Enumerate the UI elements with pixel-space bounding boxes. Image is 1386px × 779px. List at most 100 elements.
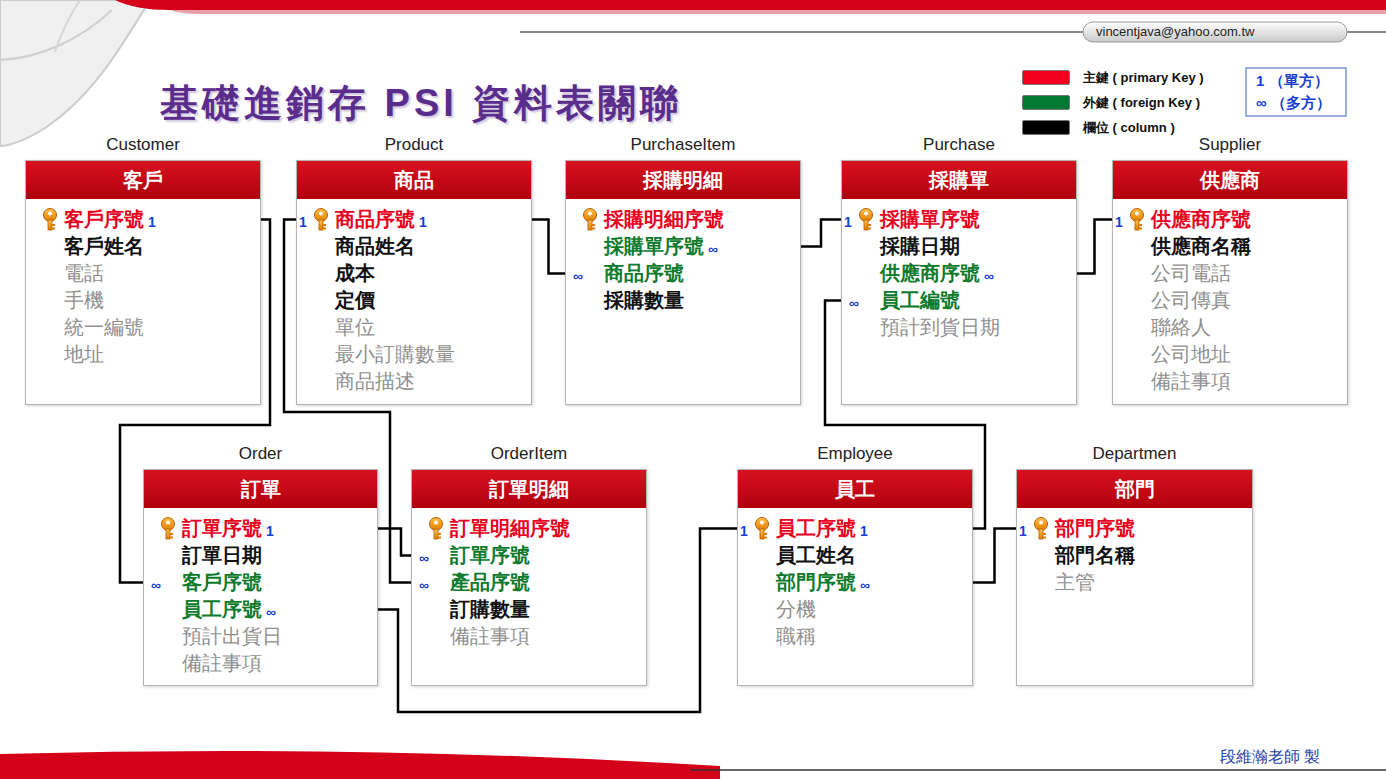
table-name: OrderItem [382,444,676,464]
cardinality-mark: ∞ [151,577,161,593]
column-field: 地址 [64,343,104,365]
field-row: 供應商序號 [1113,206,1347,233]
column-field: 最小訂購數量 [335,343,455,365]
key-icon [426,517,446,540]
column-field: 商品描述 [335,370,415,392]
field-row: 員工姓名 [738,542,972,569]
field-row: 統一編號 [26,314,260,341]
cardinality-mark: ∞ [984,268,994,284]
table-header: 採購明細 [566,161,800,199]
key-icon [1127,208,1147,231]
field-row: 客戶姓名 [26,233,260,260]
field-row: 採購明細序號 [566,206,800,233]
legend-text: 欄位 ( column ) [1083,120,1175,136]
foreign-key-field: 供應商序號 [880,262,980,284]
foreign-key-field: 員工序號 [182,598,262,620]
key-icon [430,518,443,540]
field-row: 供應商序號 [842,260,1076,287]
primary-key-field: 採購明細序號 [604,208,724,230]
bottom-band [0,751,720,779]
column-field: 訂單日期 [182,544,262,566]
cardinality-mark: 1 [266,523,274,539]
field-row: 採購數量 [566,287,800,314]
field-row: 最小訂購數量 [297,341,531,368]
column-field: 統一編號 [64,316,144,338]
table-header: 訂單 [144,470,377,508]
table-header: 訂單明細 [412,470,646,508]
table-body: 客戶序號客戶姓名電話手機統一編號地址 [26,199,260,376]
db-table: OrderItem訂單明細訂單明細序號訂單序號產品序號訂購數量備註事項 [411,469,647,686]
cardinality-mark: ∞ [419,550,429,566]
column-field: 部門名稱 [1055,544,1135,566]
legend-text: 主鍵 ( primary Key ) [1083,70,1204,86]
field-row: 電話 [26,260,260,287]
author-credit: 段維瀚老師 製 [1220,747,1320,766]
cardinality-mark: 1 [419,214,427,230]
db-table: Supplier供應商供應商序號供應商名稱公司電話公司傳真聯絡人公司地址備註事項 [1112,160,1348,405]
cardinality-mark: 1 [844,214,852,230]
field-row: 採購單序號 [566,233,800,260]
field-row: 公司電話 [1113,260,1347,287]
key-icon [580,208,600,231]
legend-text: 外鍵 ( foreign Key ) [1083,95,1200,111]
bottom-rule [690,769,1386,771]
table-body: 訂單明細序號訂單序號產品序號訂購數量備註事項 [412,508,646,658]
column-field: 備註事項 [1151,370,1231,392]
relation-line [378,529,411,556]
foreign-key-field: 產品序號 [450,571,530,593]
table-header: 採購單 [842,161,1076,199]
diagram-title: 基礎進銷存 PSI 資料表關聯 [160,80,682,126]
field-row: 商品序號 [297,206,531,233]
column-field: 採購日期 [880,235,960,257]
table-body: 供應商序號供應商名稱公司電話公司傳真聯絡人公司地址備註事項 [1113,199,1347,403]
primary-key-field: 員工序號 [776,517,856,539]
cardinality-mark: 1 [1115,214,1123,230]
table-name: Order [114,444,407,464]
primary-key-field: 訂單明細序號 [450,517,570,539]
field-row: 採購日期 [842,233,1076,260]
cardinality-mark: ∞ [266,604,276,620]
table-header: 客戶 [26,161,260,199]
field-row: 產品序號 [412,569,646,596]
field-row: 商品姓名 [297,233,531,260]
primary-key-field: 訂單序號 [182,517,262,539]
table-header: 部門 [1017,470,1252,508]
primary-key-field: 客戶序號 [64,208,144,230]
field-row: 員工編號 [842,287,1076,314]
field-row: 預計到貨日期 [842,314,1076,341]
cardinality-mark: 1 [740,523,748,539]
cardinality-mark: ∞ [573,268,583,284]
column-field: 電話 [64,262,104,284]
table-body: 訂單序號訂單日期客戶序號員工序號預計出貨日備註事項 [144,508,377,685]
key-icon [311,208,331,231]
table-header: 員工 [738,470,972,508]
legend-swatch [1022,95,1070,110]
field-row: 部門序號 [1017,515,1252,542]
table-body: 採購單序號採購日期供應商序號員工編號預計到貨日期 [842,199,1076,349]
cardinality-mark: 1 [1019,523,1027,539]
key-icon [40,208,60,231]
column-field: 備註事項 [182,652,262,674]
foreign-key-field: 客戶序號 [182,571,262,593]
key-icon [584,209,597,231]
table-name: Purchase [812,135,1106,155]
primary-key-field: 商品序號 [335,208,415,230]
foreign-key-field: 部門序號 [776,571,856,593]
column-field: 公司電話 [1151,262,1231,284]
table-name: PurchaseItem [536,135,830,155]
field-row: 訂單明細序號 [412,515,646,542]
field-row: 訂單序號 [144,515,377,542]
key-icon [44,209,57,231]
cardinality-box [1246,68,1346,116]
relation-line [532,220,565,274]
field-row: 供應商名稱 [1113,233,1347,260]
mouse-illustration [55,0,80,52]
top-band [170,10,1386,14]
column-field: 備註事項 [450,625,530,647]
key-icon [1031,517,1051,540]
primary-key-field: 部門序號 [1055,517,1135,539]
email-pill [1083,22,1347,42]
field-row: 訂單日期 [144,542,377,569]
key-icon [1035,518,1048,540]
